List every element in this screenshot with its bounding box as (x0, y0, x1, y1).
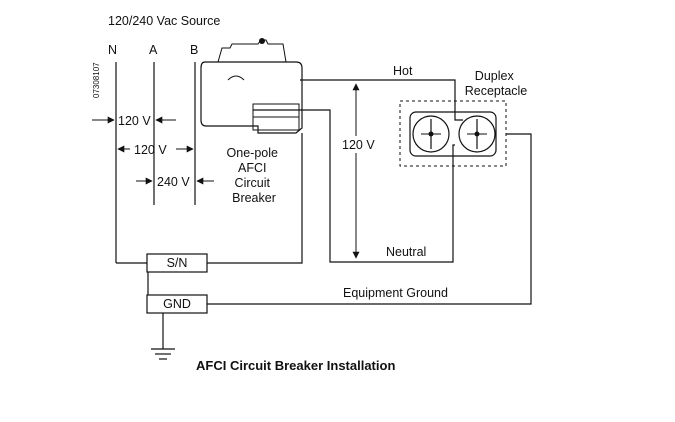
outlet-2-icon (458, 115, 496, 153)
duplex-receptacle (399, 100, 507, 167)
sn-box (146, 253, 208, 273)
receptacle-label: Duplex Receptacle (465, 69, 528, 98)
terminal-a-label: A (149, 43, 158, 57)
voltage-n-to-b: 240 V (157, 175, 190, 189)
hot-label: Hot (393, 64, 413, 78)
neutral-label: Neutral (386, 245, 426, 259)
test-button-icon (259, 38, 265, 44)
voltage-hot-to-neutral: 120 V (342, 138, 375, 152)
sn-label: S/N (167, 256, 188, 270)
voltage-n-to-a: 120 V (118, 114, 151, 128)
neutral-wire (253, 109, 455, 263)
equipment-ground-label: Equipment Ground (343, 286, 448, 300)
terminal-n-label: N (108, 43, 117, 57)
diagram-title: AFCI Circuit Breaker Installation (196, 358, 395, 373)
terminal-b-label: B (190, 43, 198, 57)
gnd-box (146, 294, 208, 314)
side-code: 07308107 (92, 62, 101, 98)
breaker-label: One-pole AFCI Circuit Breaker (227, 146, 282, 205)
equipment-ground-wire (207, 133, 532, 305)
afci-breaker (200, 38, 303, 134)
gnd-label: GND (163, 297, 191, 311)
source-label: 120/240 Vac Source (108, 14, 220, 28)
earth-ground-icon (151, 313, 175, 360)
voltage-a-to-b: 120 V (134, 143, 167, 157)
hot-wire (300, 79, 463, 121)
outlet-1-icon (412, 115, 450, 153)
breaker-neutral-pigtail (207, 133, 303, 264)
